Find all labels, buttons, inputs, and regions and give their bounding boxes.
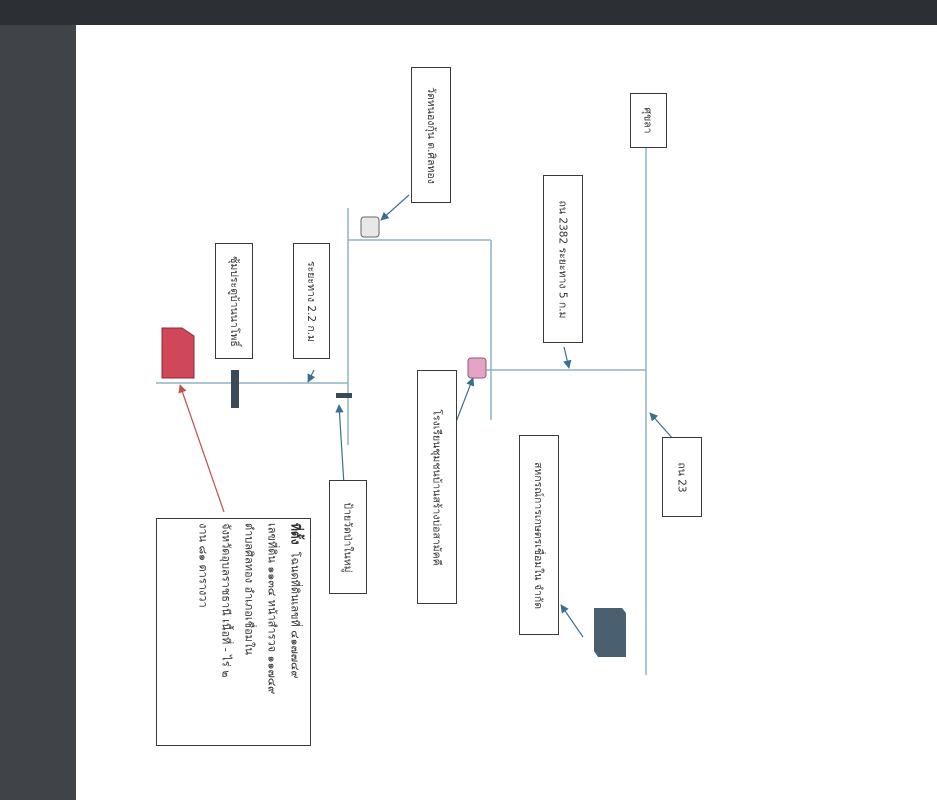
temple-label: วัดหนองกุ้น ต.ศิลทอง [411,67,451,203]
viewer-sidebar [0,25,76,800]
description-line-5: งาน ๘๑ ตารางวา [196,523,209,608]
road-2382-arrow [563,346,572,369]
property-red-arrow [178,384,225,513]
distance-arrow [307,369,316,383]
gate-label: ซุ้มประตูบ้านนาโพธิ์ [215,243,253,359]
sign-label: ป้ายวัดป่าในหมู่ [329,480,367,594]
cooperative-label: สหกรณ์การเกษตรเชื่อมใน จำกัด [519,435,559,635]
description-line-4: จังหวัดอุบลราชธานี เนื้อที่ - ไร่ ๒ [219,523,232,678]
cooperative-arrow [560,604,584,638]
description-line-1: โฉนดที่ดินเลขที่ ๔๑๗๗๔๙ [288,551,301,679]
description-heading: ที่ตั้ง [288,523,302,545]
document-page: วัดหนองกุ้น ต.ศิลทอง ศุขลา ถน 2382 ระยะท… [76,25,937,800]
cooperative-marker [594,608,626,657]
property-marker [161,327,195,379]
sign-arrow [335,404,345,486]
distance-label: ระยะทาง 2.2 ก.ม [293,243,330,359]
road-23-arrow [649,412,675,441]
property-description-text: ที่ตั้ง โฉนดที่ดินเลขที่ ๔๑๗๗๔๙ เลขที่ดิ… [161,523,306,741]
road-2382-label: ถน 2382 ระยะทาง 5 ก.ม [543,175,583,343]
temple-marker [360,216,380,238]
sign-marker [336,393,352,398]
sukhla-label: ศุขลา [630,93,667,148]
road-network [156,143,647,675]
description-line-2: เลขที่ดิน ๑๑๓๔ หน้าสำรวจ ๑๑๗๔๙ [265,523,278,695]
school-marker [467,357,487,379]
description-line-3: ตำบลศิลทอง อำเภอเชื่อมใน [242,523,255,655]
school-label: โรงเรียนชุมชนบ้านสร้างบ่อสามัคคี [417,370,457,604]
property-description-box: ที่ตั้ง โฉนดที่ดินเลขที่ ๔๑๗๗๔๙ เลขที่ดิ… [156,518,311,746]
temple-arrow [380,194,410,221]
road-23-label: ถน 23 [662,437,702,517]
map-drawing [156,143,675,675]
viewer-toolbar [0,0,937,25]
gate-bar-marker [231,370,239,408]
